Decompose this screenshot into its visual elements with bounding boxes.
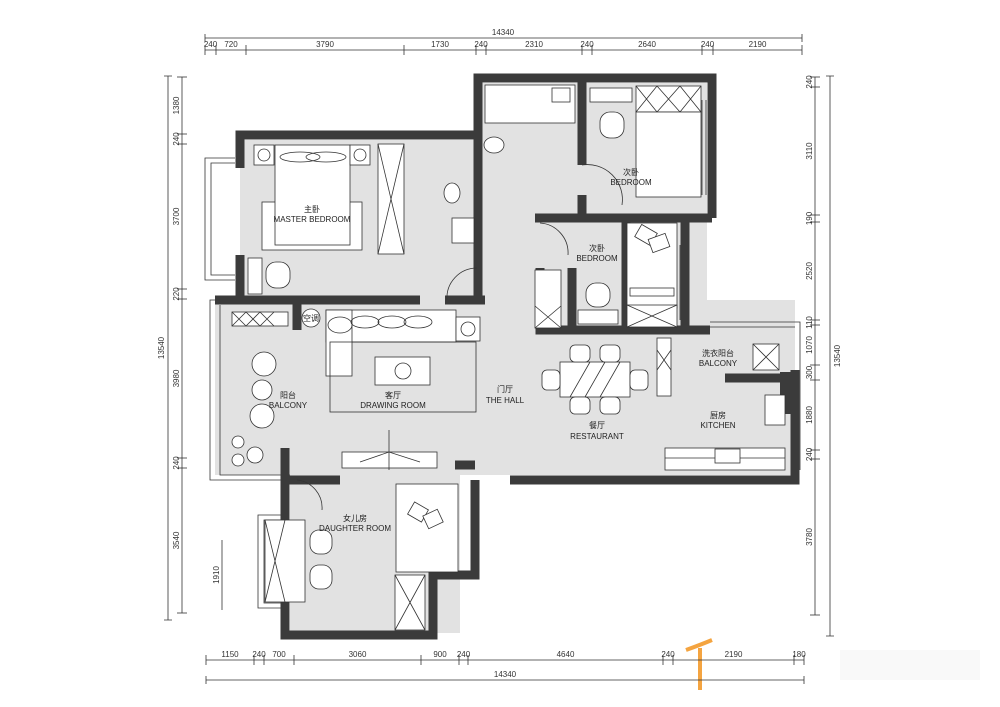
kitchen-label: KITCHEN: [700, 421, 735, 430]
right-dimension-label: 1880: [805, 406, 814, 424]
sofa: [325, 309, 481, 377]
room-labels: 主卧 MASTER BEDROOM 次卧 BEDROOM 次卧 BEDROOM …: [269, 167, 738, 533]
top-dimension-label: 2310: [525, 40, 543, 49]
wardrobe-master: [377, 143, 405, 255]
bottom-dimension-label: 240: [457, 650, 471, 659]
kitchen-fixtures: [656, 337, 786, 471]
top-dimension-label: 240: [580, 40, 594, 49]
restaurant-label: RESTAURANT: [570, 432, 624, 441]
bedroom2-furniture: [534, 222, 678, 329]
balcony-label: BALCONY: [269, 401, 308, 410]
watermark-logo: [685, 638, 980, 690]
master-bed: [253, 144, 371, 251]
left-dimension-label: 3980: [172, 369, 181, 387]
bottom-dimension-label: 900: [433, 650, 447, 659]
dimension-lines: [164, 34, 834, 684]
top-dimension-label: 720: [224, 40, 238, 49]
hall-label-cn: 门厅: [497, 384, 513, 394]
left-dimension-label: 220: [172, 287, 181, 301]
top-dimension-label: 240: [701, 40, 715, 49]
bottom-dimension-label: 4640: [557, 650, 575, 659]
daughter-room-furniture: [264, 483, 459, 631]
bedroom1-label-cn: 次卧: [623, 167, 639, 177]
tv-cabinet: [341, 430, 438, 470]
right-dimension-label: 240: [805, 75, 814, 89]
right-dimension-label: 2520: [805, 262, 814, 280]
left-dimension-label: 3700: [172, 207, 181, 225]
right-dimension-label: 3780: [805, 528, 814, 546]
bottom-dimension-label: 240: [661, 650, 675, 659]
right-dimension-label: 3110: [805, 142, 814, 160]
bottom-total-dimension: 14340: [494, 670, 517, 679]
right-total-dimension: 13540: [833, 344, 842, 367]
laundry-balcony-label: BALCONY: [699, 359, 738, 368]
hall-label: THE HALL: [486, 396, 525, 405]
bedroom2-label-cn: 次卧: [589, 243, 605, 253]
bottom-dimension-label: 240: [252, 650, 266, 659]
top-dimension-label: 1730: [431, 40, 449, 49]
bathroom-fixtures: [443, 84, 576, 244]
left-dimension-label: 240: [172, 456, 181, 470]
left-dimension-label: 1380: [172, 96, 181, 114]
drawing-room-label: DRAWING ROOM: [360, 401, 426, 410]
balcony-label-cn: 阳台: [280, 390, 296, 400]
top-dimension-label: 240: [474, 40, 488, 49]
bottom-dimension-label: 180: [792, 650, 806, 659]
master-chair: [247, 257, 291, 295]
top-dimension-label: 240: [204, 40, 218, 49]
dimension-ticks: [177, 45, 820, 665]
master-bedroom-label: MASTER BEDROOM: [274, 215, 351, 224]
right-dimension-label: 190: [805, 211, 814, 225]
rug-and-table: [329, 341, 477, 413]
dining-table: [541, 344, 649, 415]
left-dimension-label: 3540: [172, 531, 181, 549]
ac-unit: 空调: [301, 308, 321, 328]
master-bedroom-label-cn: 主卧: [304, 204, 320, 214]
top-total-dimension: 14340: [492, 28, 515, 37]
left-total-dimension: 13540: [157, 336, 166, 359]
daughter-room-label-cn: 女儿房: [343, 513, 367, 523]
left-dimension-label: 240: [172, 132, 181, 146]
right-dimension-label: 1070: [805, 336, 814, 354]
balcony-furniture: [231, 311, 289, 467]
dimension-labels: 240 720 3790 1730 240 2310 240 2640 240 2190 1150 2…: [172, 40, 814, 659]
doors: [296, 164, 623, 511]
drawing-room-label-cn: 客厅: [385, 390, 401, 400]
right-dimension-label: 110: [805, 316, 814, 329]
window-dimension: 1910: [212, 566, 221, 584]
top-dimension-label: 2190: [749, 40, 767, 49]
bottom-dimension-label: 700: [272, 650, 286, 659]
bottom-dimension-label: 2190: [725, 650, 743, 659]
restaurant-label-cn: 餐厅: [589, 421, 605, 430]
right-dimension-label: 240: [805, 447, 814, 461]
kitchen-label-cn: 厨房: [710, 410, 726, 420]
bottom-dimension-label: 1150: [221, 650, 239, 659]
balcony-railings: [204, 100, 801, 609]
right-dimension-label: 300: [805, 365, 814, 379]
bottom-dimension-label: 3060: [349, 650, 367, 659]
laundry-balcony-label-cn: 洗衣阳台: [702, 348, 734, 358]
bedroom1-label: BEDROOM: [610, 178, 652, 187]
bedroom1-furniture: [589, 85, 702, 198]
top-dimension-label: 3790: [316, 40, 334, 49]
ac-label: 空调: [303, 313, 319, 323]
daughter-room-label: DAUGHTER ROOM: [319, 524, 391, 533]
bedroom2-label: BEDROOM: [576, 254, 618, 263]
top-dimension-label: 2640: [638, 40, 656, 49]
